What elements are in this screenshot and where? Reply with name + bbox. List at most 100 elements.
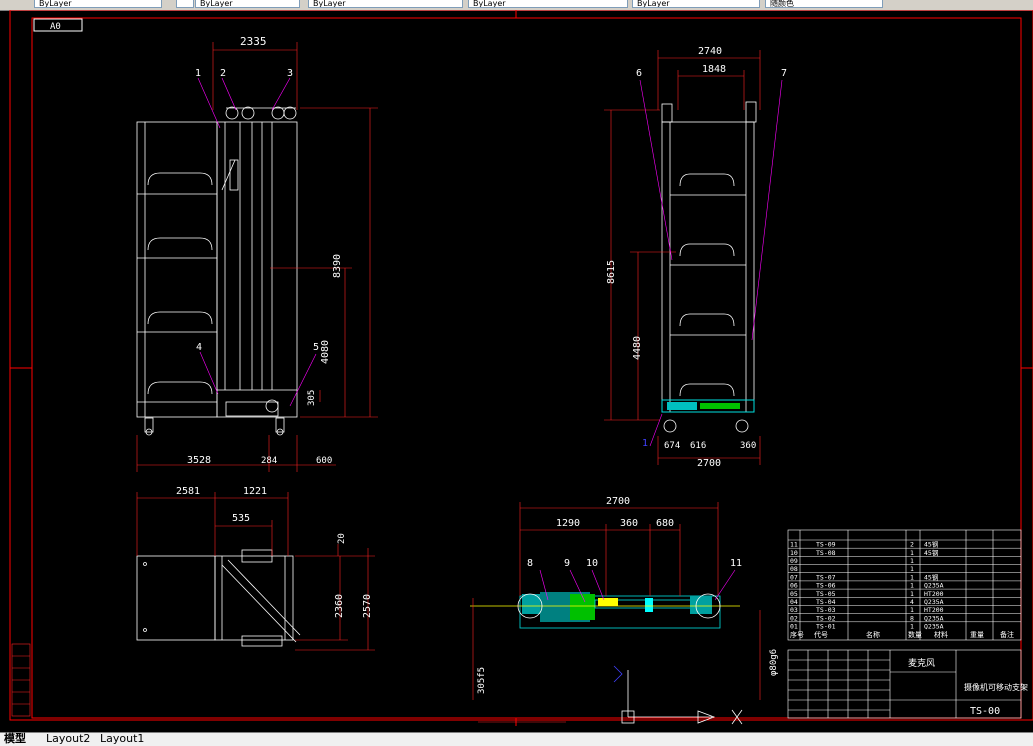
table-cell-material: Q235A [924,582,944,590]
dim-side-bottom-b: 616 [690,441,706,451]
header-name: 名称 [866,630,880,639]
plotstyle-dropdown[interactable]: ByLayer [632,0,760,8]
table-cell-code: TS-08 [816,549,836,557]
table-cell-no: 07 [790,573,798,581]
table-cell-material: HT200 [924,590,944,598]
table-cell-qty: 4 [910,598,914,606]
balloon-11: 11 [730,558,742,569]
tab-model[interactable]: 模型 [4,732,26,745]
header-qty: 数量 [908,630,922,639]
balloon-6: 6 [636,68,642,79]
size-label-box: A0 [33,18,83,32]
balloon-10: 10 [586,558,598,569]
tab-layout2[interactable]: Layout2 [46,732,91,745]
table-cell-material: Q235A [924,598,944,606]
table-cell-code: TS-06 [816,582,836,590]
table-cell-material: HT200 [924,606,944,614]
side-view-section-strip [661,399,755,413]
table-cell-code: TS-01 [816,623,836,631]
color-dropdown[interactable]: ByLayer [195,0,300,8]
table-cell-no: 02 [790,614,798,622]
dim-section-c: 680 [656,518,674,529]
dim-side-bottom-total: 2700 [697,458,721,469]
ucs-icon [613,665,743,725]
dim-front-bottom-left: 3528 [187,455,211,466]
dim-front-bottom-right: 600 [316,456,332,466]
drawing-canvas[interactable]: A0 [0,10,1033,732]
linetype-dropdown[interactable]: ByLayer [308,0,463,8]
lineweight-dropdown[interactable]: ByLayer [468,0,628,8]
table-cell-no: 04 [790,598,798,606]
header-no: 序号 [790,630,804,639]
table-cell-qty: 1 [910,557,914,565]
dim-front-small: 305 [307,390,317,406]
balloon-1: 1 [195,68,201,79]
dim-section-total: 2700 [606,496,630,507]
table-cell-material: 45钢 [924,549,939,557]
side-view-dim-text: 2740 1848 8615 4480 674 616 360 2700 [606,46,756,469]
side-view [661,101,757,433]
table-cell-qty: 1 [910,565,914,573]
table-cell-code: TS-09 [816,541,836,549]
dim-plan-right-b: 2360 [334,594,345,618]
dim-side-top-inner: 1848 [702,64,726,75]
dim-section-right: φ80g6 [769,649,779,676]
title-cn: 麦克风 [908,657,935,669]
dim-plan-top-b: 1221 [243,486,267,497]
balloon-4: 4 [196,342,202,353]
table-cell-no: 03 [790,606,798,614]
table-cell-qty: 1 [910,606,914,614]
side-view-balloons: 6 7 1 [636,68,787,449]
balloon-9: 9 [564,558,570,569]
balloon-3: 3 [287,68,293,79]
dim-plan-right-c: 2570 [362,594,373,618]
balloon-8: 8 [527,558,533,569]
title-block-text: 麦克风 摄像机可移动支架 TS-00 [908,657,1028,717]
header-weight: 重量 [970,631,984,639]
table-cell-qty: 1 [910,549,914,557]
parts-list-header: 序号 代号 名称 数量 材料 重量 备注 [790,630,1014,639]
front-view-balloons: 1 2 3 4 5 [195,68,319,407]
plan-view-dimensions [136,492,375,651]
table-cell-no: 01 [790,623,798,631]
front-view-dimensions [136,42,378,472]
dim-front-mid: 4080 [320,340,331,364]
table-cell-code: TS-05 [816,590,836,598]
table-cell-material: Q235A [924,614,944,622]
dim-section-b: 360 [620,518,638,529]
balloon-2: 2 [220,68,226,79]
section-view-dimensions [472,502,761,700]
dim-front-top: 2335 [240,35,267,48]
header-note: 备注 [1000,630,1014,639]
dim-section-a: 1290 [556,518,580,529]
layer-dropdown[interactable]: ByLayer [34,0,162,8]
table-cell-code: TS-04 [816,598,836,606]
table-cell-no: 10 [790,549,798,557]
section-view-dim-text: 2700 1290 360 680 305f5 φ80g6 8 9 10 11 [477,496,779,694]
dim-side-height: 8615 [606,260,617,284]
dim-plan-top-a: 2581 [176,486,200,497]
header-code: 代号 [814,630,828,639]
drawing-number: TS-00 [970,706,1000,717]
dim-section-left: 305f5 [477,667,487,694]
table-cell-no: 09 [790,557,798,565]
table-cell-qty: 2 [910,541,914,549]
table-cell-qty: 1 [910,590,914,598]
tab-layout1[interactable]: Layout1 [100,732,145,745]
table-cell-qty: 1 [910,582,914,590]
layout-tabs: 模型 Layout2 Layout1 [0,732,1033,746]
section-view [470,592,740,629]
revision-strip [11,643,31,717]
dim-plan-right-a: 20 [337,533,347,544]
dim-side-bottom-c: 360 [740,441,756,451]
front-view-dim-text: 2335 8390 4080 305 3528 284 600 [187,35,343,466]
color-swatch-icon[interactable] [176,0,194,8]
table-cell-no: 06 [790,582,798,590]
dim-front-bottom-mid: 284 [261,456,277,466]
balloon-7: 7 [781,68,787,79]
subtitle-cn: 摄像机可移动支架 [964,682,1028,692]
plotstyle-control[interactable]: 随颜色 [765,0,883,8]
table-cell-qty: 8 [910,614,914,622]
balloon-side-1: 1 [642,438,648,449]
table-cell-no: 11 [790,541,798,549]
